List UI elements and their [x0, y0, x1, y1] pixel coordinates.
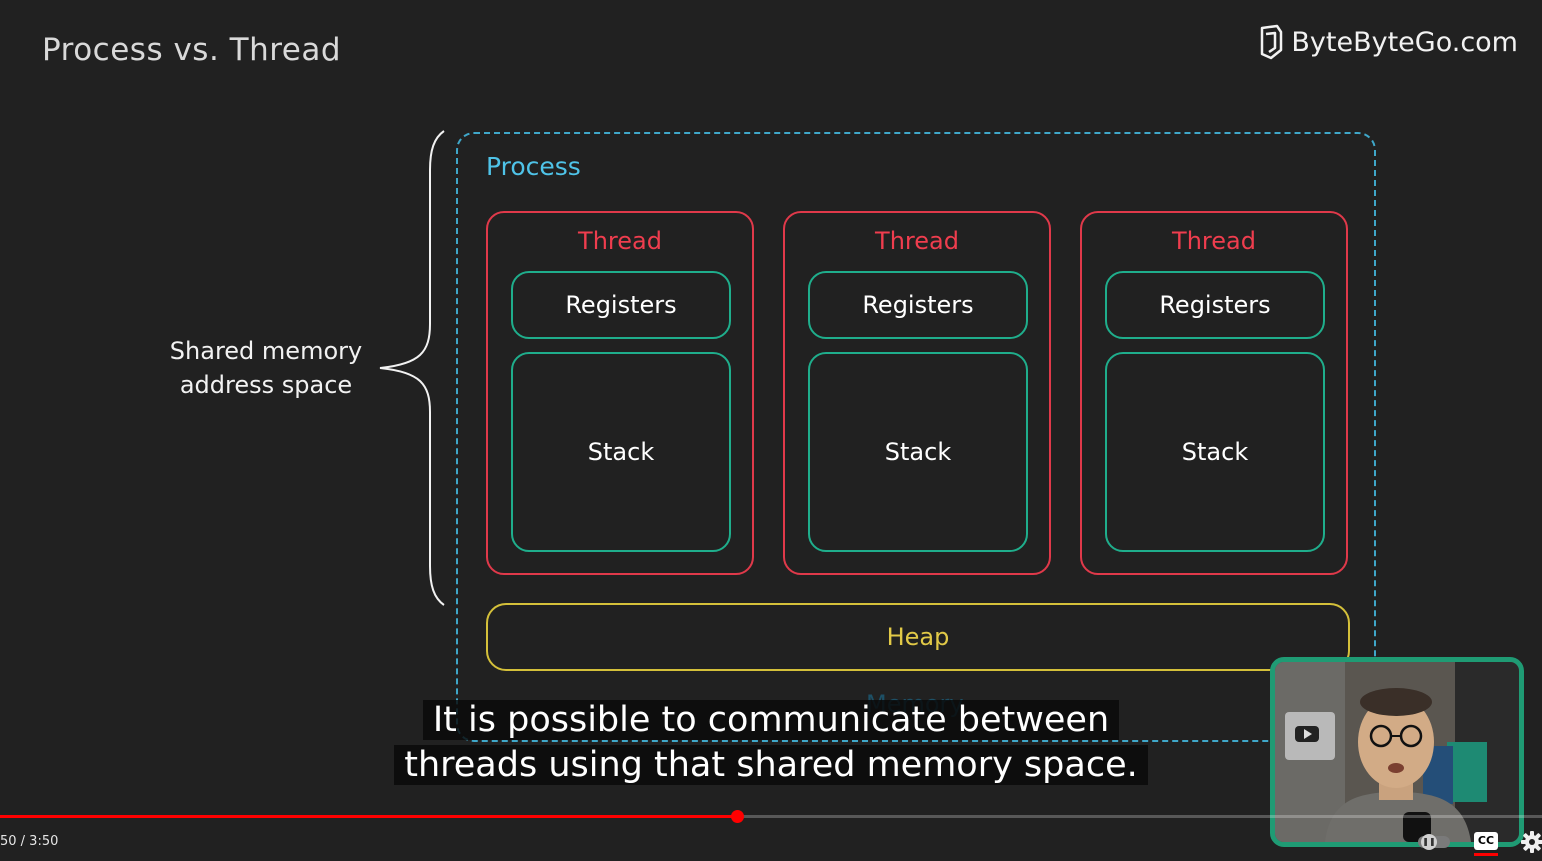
thread-title: Thread [1172, 227, 1256, 255]
heap-box: Heap [486, 603, 1350, 671]
subtitle-text-2: threads using that shared memory space. [394, 745, 1148, 785]
thread-box: Thread Registers Stack [1080, 211, 1348, 575]
thread-box: Thread Registers Stack [486, 211, 754, 575]
thread-title: Thread [875, 227, 959, 255]
registers-box: Registers [1105, 271, 1325, 339]
subtitle-line-1: It is possible to communicate between [0, 698, 1542, 742]
shared-memory-label-line2: address space [179, 371, 353, 399]
presenter-video-icon [1275, 662, 1519, 842]
autoplay-toggle[interactable]: ❚❚ [1418, 834, 1450, 850]
brand-logo: ByteByteGo.com [1257, 24, 1518, 60]
progress-fill [0, 815, 738, 818]
stack-box: Stack [1105, 352, 1325, 552]
subtitle-text-1: It is possible to communicate between [422, 700, 1120, 740]
registers-box: Registers [511, 271, 731, 339]
captions-active-indicator [1474, 853, 1498, 856]
registers-box: Registers [808, 271, 1028, 339]
progress-bar[interactable] [0, 810, 1542, 823]
gear-icon[interactable] [1521, 831, 1542, 853]
progress-scrubber[interactable] [731, 810, 745, 823]
process-label: Process [486, 152, 581, 181]
thread-title: Thread [578, 227, 662, 255]
webcam-overlay [1270, 657, 1524, 847]
stack-box: Stack [511, 352, 731, 552]
brand-text: ByteByteGo.com [1291, 26, 1518, 58]
subtitle-line-2: threads using that shared memory space. [0, 743, 1542, 787]
thread-box: Thread Registers Stack [783, 211, 1051, 575]
pause-icon: ❚❚ [1421, 834, 1437, 850]
slide-title: Process vs. Thread [42, 32, 342, 68]
curly-brace [379, 130, 445, 606]
stack-box: Stack [808, 352, 1028, 552]
captions-button[interactable]: CC [1474, 832, 1498, 850]
time-display: 50 / 3:50 [0, 834, 59, 849]
process-box [456, 132, 1376, 742]
shared-memory-label-line1: Shared memory [169, 337, 363, 365]
shared-memory-label: Shared memory address space [140, 334, 392, 402]
bytebytego-logo-icon [1261, 24, 1283, 60]
